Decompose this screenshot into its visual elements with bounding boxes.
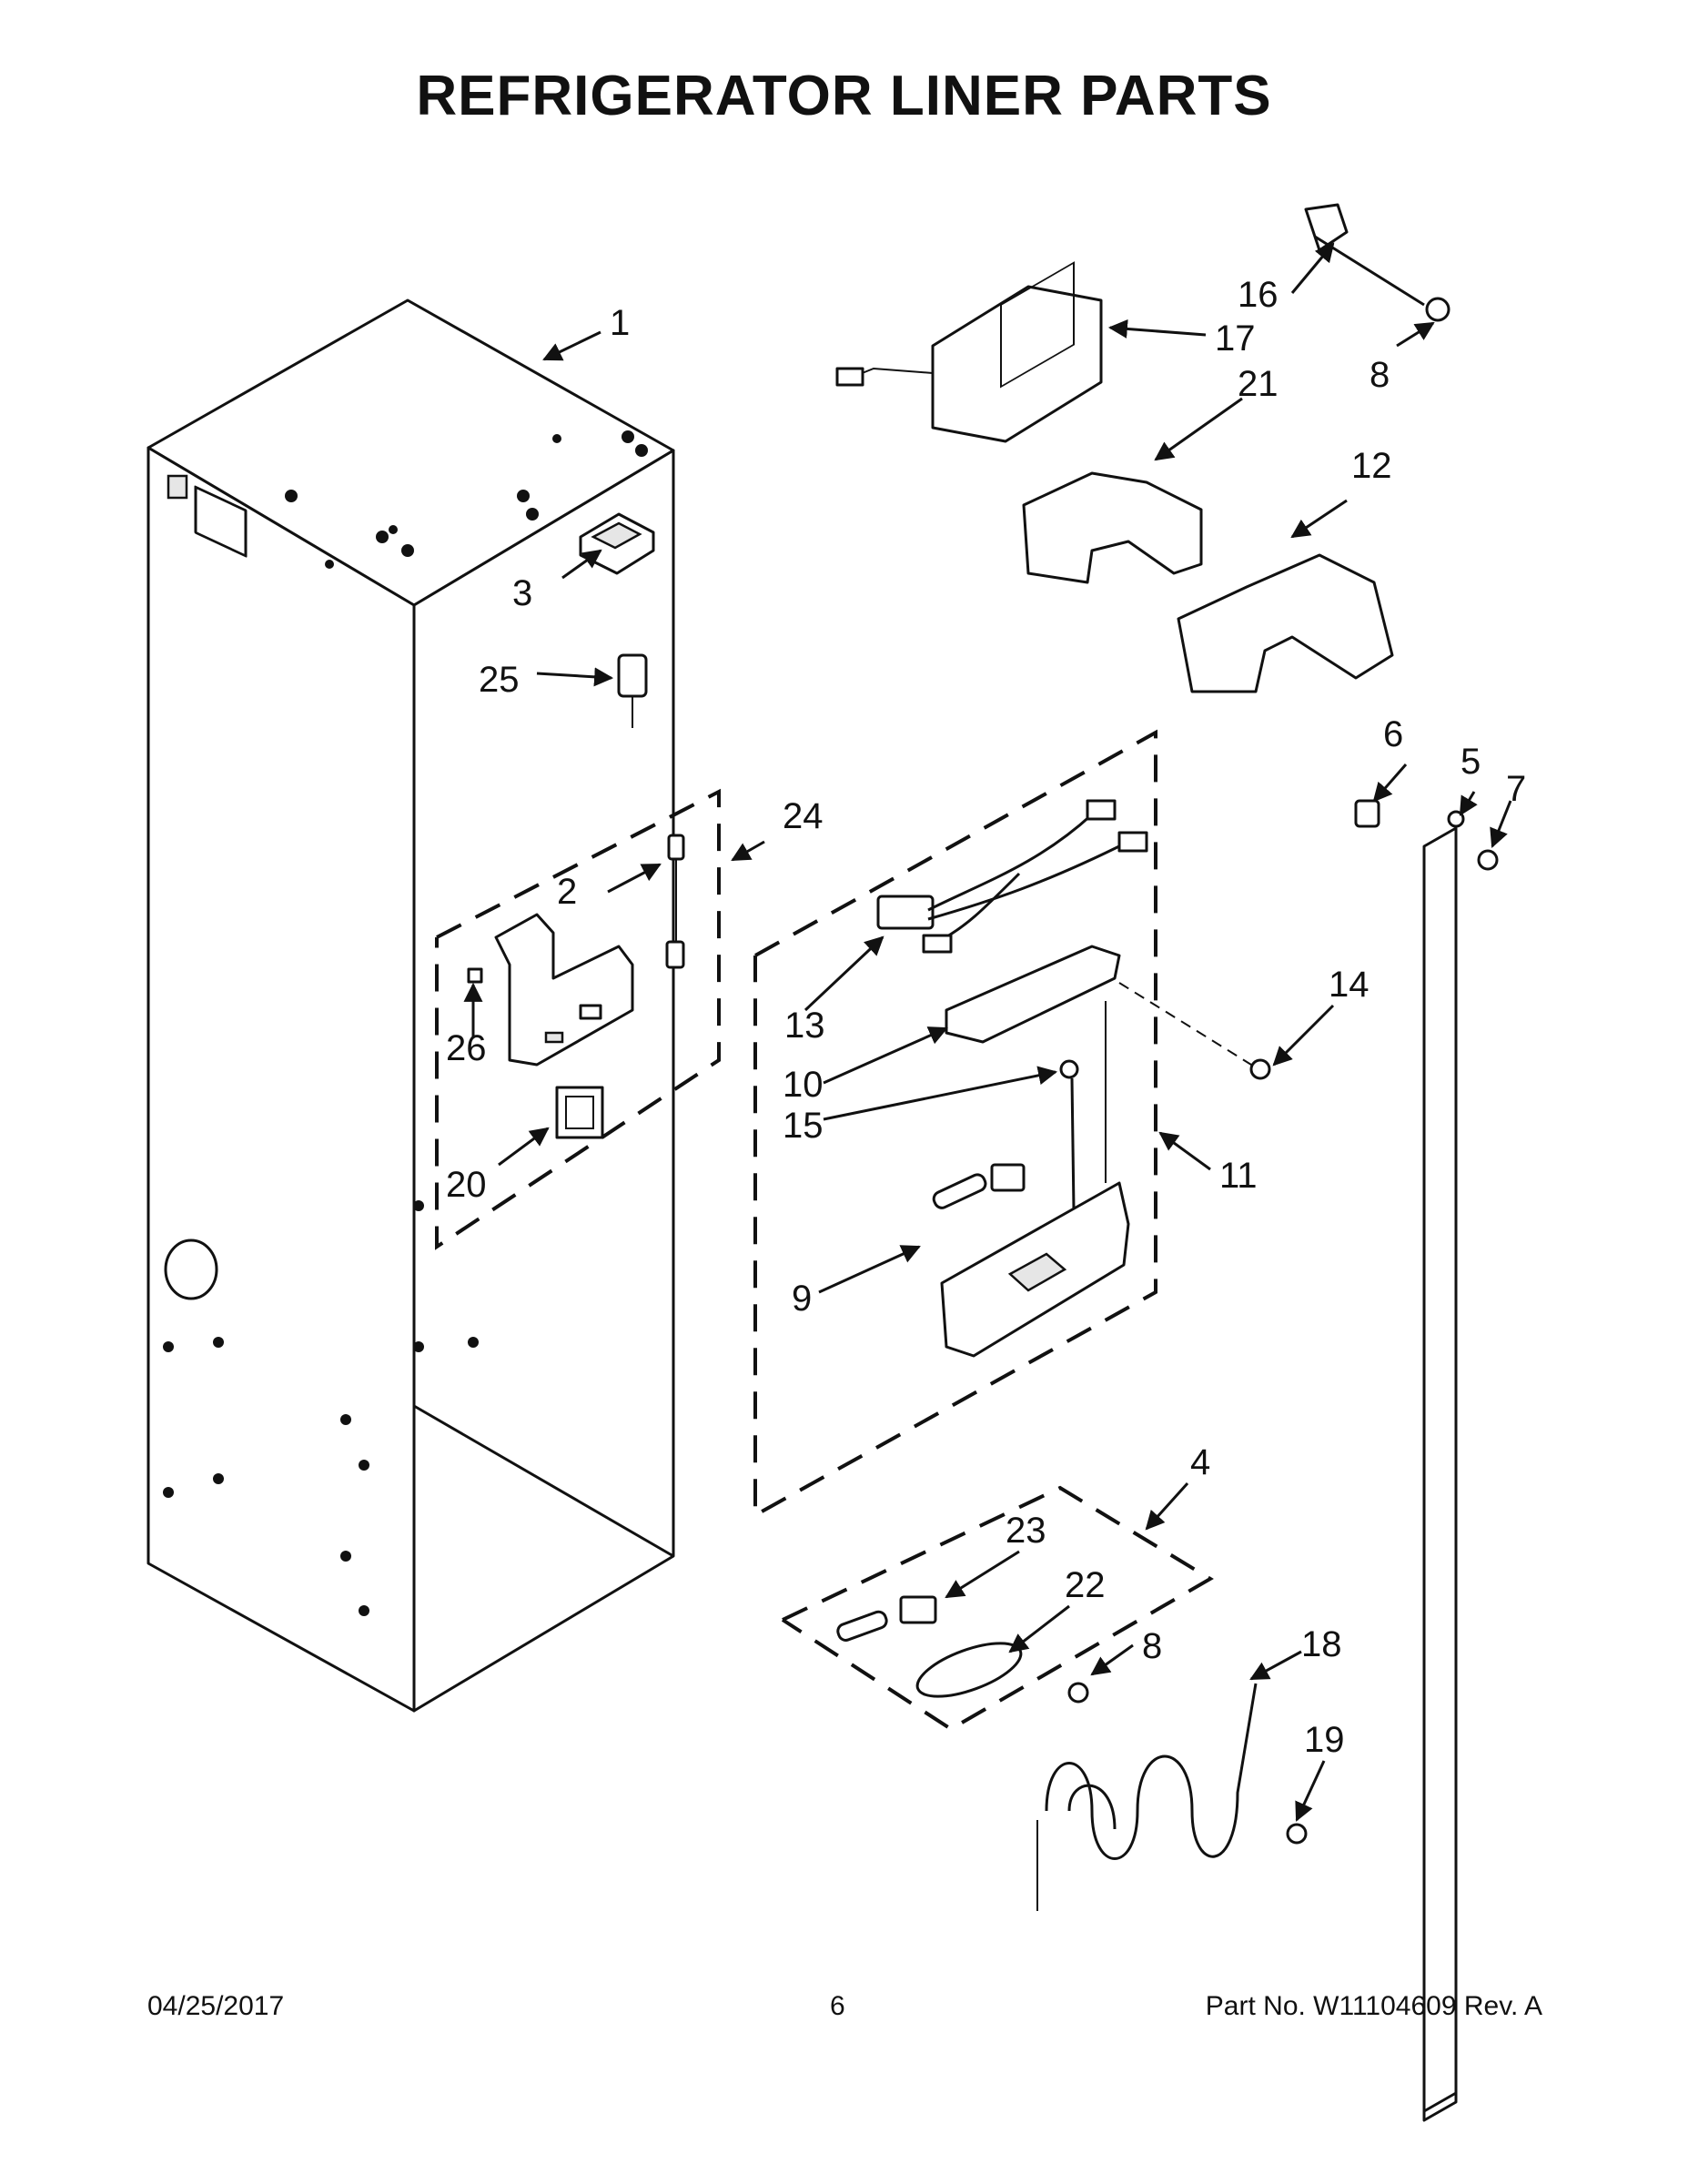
- callout-18: 18: [1301, 1624, 1342, 1664]
- callout-26: 26: [446, 1028, 487, 1068]
- footer-date: 04/25/2017: [147, 1991, 285, 2021]
- part-6-clip: [1354, 799, 1380, 828]
- part-12-cover: [1177, 553, 1394, 693]
- part-15-screw: [1059, 1059, 1079, 1211]
- part-9-sensor: [932, 1163, 1026, 1209]
- part-17-module: [835, 261, 1103, 443]
- part-23-sensor: [836, 1595, 937, 1642]
- footer-part-number: Part No. W11104609 Rev. A: [1205, 1991, 1542, 2021]
- callout-7: 7: [1506, 769, 1526, 809]
- part-18-heater: [1036, 1683, 1258, 1911]
- part-7-screw: [1477, 849, 1499, 871]
- part-16-bracket: [1304, 203, 1450, 322]
- callout-2: 2: [557, 872, 577, 912]
- footer-page-number: 6: [830, 1991, 845, 2021]
- part-20-gasket: [555, 1086, 604, 1139]
- part-11-housing: [940, 1001, 1130, 1358]
- rail-body: [1422, 826, 1458, 2113]
- callout-4: 4: [1190, 1442, 1210, 1482]
- callout-23: 23: [1006, 1511, 1046, 1551]
- callout-22: 22: [1065, 1565, 1106, 1605]
- callout-17: 17: [1215, 318, 1256, 359]
- callout-3: 3: [512, 573, 532, 613]
- callout-9: 9: [792, 1279, 812, 1319]
- part-25-switch: [617, 653, 648, 728]
- callout-8-lower: 8: [1142, 1626, 1162, 1666]
- callout-25: 25: [479, 660, 520, 700]
- part-14-screw: [1118, 982, 1271, 1080]
- part-8-screw-lower: [1067, 1682, 1089, 1704]
- callout-12: 12: [1351, 446, 1392, 486]
- callout-labels: 1 2 3 4 5 6 7 8 9 10 11 12 13 14 15 16 1…: [446, 275, 1526, 1760]
- callout-10: 10: [783, 1065, 824, 1105]
- group-24-boundary: [435, 788, 721, 1250]
- part-26-housing: [467, 913, 634, 1067]
- callout-16: 16: [1238, 275, 1279, 315]
- callout-5: 5: [1461, 742, 1481, 782]
- callout-13: 13: [784, 1006, 825, 1046]
- callout-20: 20: [446, 1165, 487, 1205]
- callout-19: 19: [1304, 1720, 1345, 1760]
- callout-14: 14: [1329, 965, 1370, 1005]
- callout-11: 11: [1219, 1156, 1258, 1196]
- callout-24: 24: [783, 796, 824, 836]
- part-13-harness: [876, 799, 1148, 954]
- part-19-screw: [1286, 1823, 1308, 1845]
- group-11-boundary: [753, 729, 1157, 1519]
- callout-1: 1: [610, 303, 630, 343]
- part-21-cover: [1022, 471, 1203, 584]
- callout-leaders: [463, 242, 1512, 1822]
- part-2-sensor: [665, 834, 685, 969]
- page-title: REFRIGERATOR LINER PARTS: [416, 65, 1272, 127]
- liner-box: [147, 298, 675, 1713]
- group-4-boundary: [781, 1485, 1214, 1732]
- part-10-cover: [945, 945, 1121, 1044]
- callout-6: 6: [1383, 714, 1403, 754]
- callout-21: 21: [1238, 364, 1279, 404]
- callout-15: 15: [783, 1106, 824, 1146]
- callout-8-upper: 8: [1370, 355, 1390, 395]
